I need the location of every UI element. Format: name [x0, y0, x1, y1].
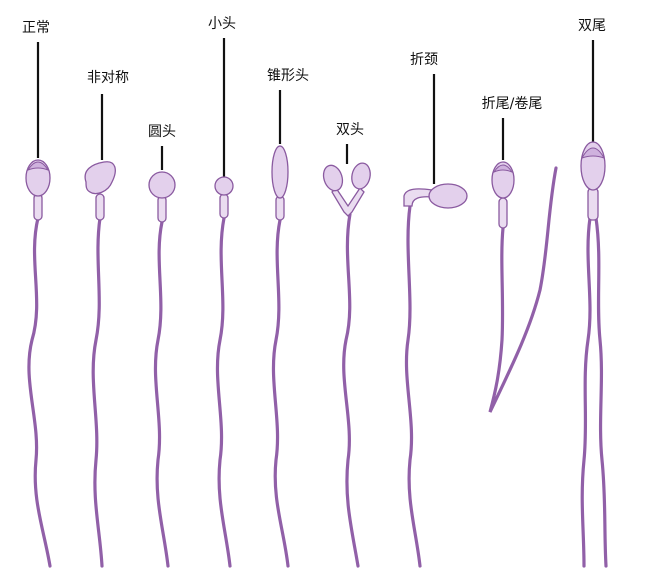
- label-small-head: 小头: [208, 16, 236, 32]
- head-round: [148, 171, 176, 199]
- tail-bent-neck: [404, 204, 422, 568]
- midpiece-tapered: [275, 195, 285, 221]
- sperm-round-head: 圆头: [148, 124, 176, 568]
- acrosome-bent-coiled-tail: [492, 164, 514, 174]
- sperm-double-head: 双头: [322, 122, 371, 568]
- label-tapered: 锥形头: [267, 68, 309, 84]
- sperm-small-head: 小头: [208, 16, 236, 568]
- sperm-double-tail: 双尾: [578, 18, 608, 568]
- label-normal: 正常: [22, 20, 50, 36]
- label-bent-coiled-tail: 折尾/卷尾: [482, 96, 543, 112]
- midpiece-asymmetric: [95, 193, 105, 221]
- sperm-tapered: 锥形头: [267, 68, 309, 568]
- sperm-bent-neck: 折颈: [403, 52, 468, 568]
- midpiece-double-tail: [587, 187, 599, 221]
- midpiece-bent-neck: [403, 188, 433, 207]
- tail-round-head: [153, 220, 170, 568]
- acrosome-double-tail: [580, 147, 606, 159]
- tail-tapered: [271, 218, 290, 568]
- tail-normal: [27, 216, 52, 568]
- tail-double-head: [342, 212, 360, 568]
- sperm-normal: 正常: [22, 20, 52, 568]
- sperm-asymmetric: 非对称: [84, 70, 129, 568]
- label-round-head: 圆头: [148, 124, 176, 140]
- label-double-head: 双头: [336, 122, 364, 138]
- acrosome-normal: [26, 161, 50, 172]
- midpiece-double-head: [331, 186, 365, 217]
- midpiece-round-head: [157, 195, 167, 223]
- label-asymmetric: 非对称: [87, 70, 129, 86]
- head-small: [214, 176, 234, 196]
- head-bent-neck: [428, 183, 468, 209]
- tail-small-head: [215, 216, 232, 568]
- head-asymmetric: [84, 161, 116, 195]
- midpiece-small-head: [219, 193, 229, 219]
- label-double-tail: 双尾: [578, 18, 606, 34]
- head-double-left: [322, 164, 344, 192]
- midpiece-bent-coiled-tail: [498, 197, 508, 229]
- tail-asymmetric: [91, 216, 104, 568]
- tail-double-b: [594, 216, 608, 568]
- midpiece-normal: [33, 193, 43, 221]
- head-tapered: [271, 145, 289, 199]
- head-double-right: [351, 162, 371, 190]
- tail-coiled: [488, 166, 558, 413]
- label-bent-neck: 折颈: [410, 52, 438, 68]
- sperm-bent-coiled-tail: 折尾/卷尾: [482, 96, 558, 413]
- tail-double-a: [580, 216, 592, 568]
